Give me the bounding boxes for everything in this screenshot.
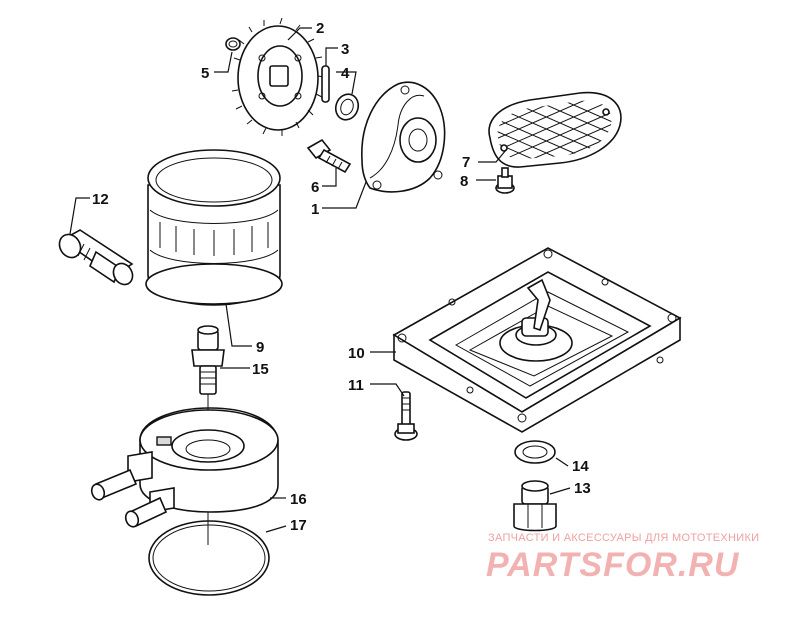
- oil-pump-part: [361, 81, 446, 193]
- callout-6: 6: [311, 179, 319, 196]
- sprocket-gear-part: [231, 17, 325, 136]
- callout-8: 8: [460, 173, 468, 190]
- oil-screen-part: [488, 91, 622, 168]
- pressure-switch-part: [58, 229, 134, 286]
- snap-ring-part: [225, 37, 241, 51]
- oil-cooler-adapter-part: [90, 407, 279, 528]
- callout-7: 7: [462, 154, 470, 171]
- callout-9: 9: [256, 339, 264, 356]
- o-ring-large-part: [148, 520, 270, 596]
- fitting-part: [191, 325, 225, 395]
- oil-filter-part: [145, 149, 283, 306]
- pan-bolt-part: [394, 391, 418, 441]
- pump-bolt-part: [306, 138, 352, 174]
- watermark-logo: PARTSFOR.RU: [486, 546, 740, 584]
- watermark-tagline: ЗАПЧАСТИ И АКСЕССУАРЫ ДЛЯ МОТОТЕХНИКИ: [488, 532, 759, 544]
- callout-2: 2: [316, 20, 324, 37]
- callout-4: 4: [341, 65, 350, 82]
- callout-10: 10: [348, 345, 365, 362]
- drain-washer-part: [514, 440, 556, 464]
- callout-15: 15: [252, 361, 269, 378]
- callout-1: 1: [311, 201, 319, 218]
- screen-bolt-part: [495, 167, 515, 194]
- leader-lines: [69, 27, 571, 545]
- callout-16: 16: [290, 491, 307, 508]
- oil-pan-part: [392, 247, 682, 433]
- callout-12: 12: [92, 191, 109, 208]
- callout-11: 11: [348, 377, 364, 394]
- o-ring-small-part: [334, 93, 360, 121]
- watermark: ЗАПЧАСТИ И АКСЕССУАРЫ ДЛЯ МОТОТЕХНИКИ PA…: [486, 532, 759, 584]
- callout-5: 5: [201, 65, 209, 82]
- callout-labels: 2 3 4 5 6 1 7 8 12 9 15 10 11 16 17 14 1…: [92, 20, 591, 534]
- callout-13: 13: [574, 480, 591, 497]
- callout-17: 17: [290, 517, 307, 534]
- callout-3: 3: [341, 41, 349, 58]
- drain-plug-part: [513, 480, 557, 532]
- callout-14: 14: [572, 458, 589, 475]
- pin-part: [321, 65, 330, 103]
